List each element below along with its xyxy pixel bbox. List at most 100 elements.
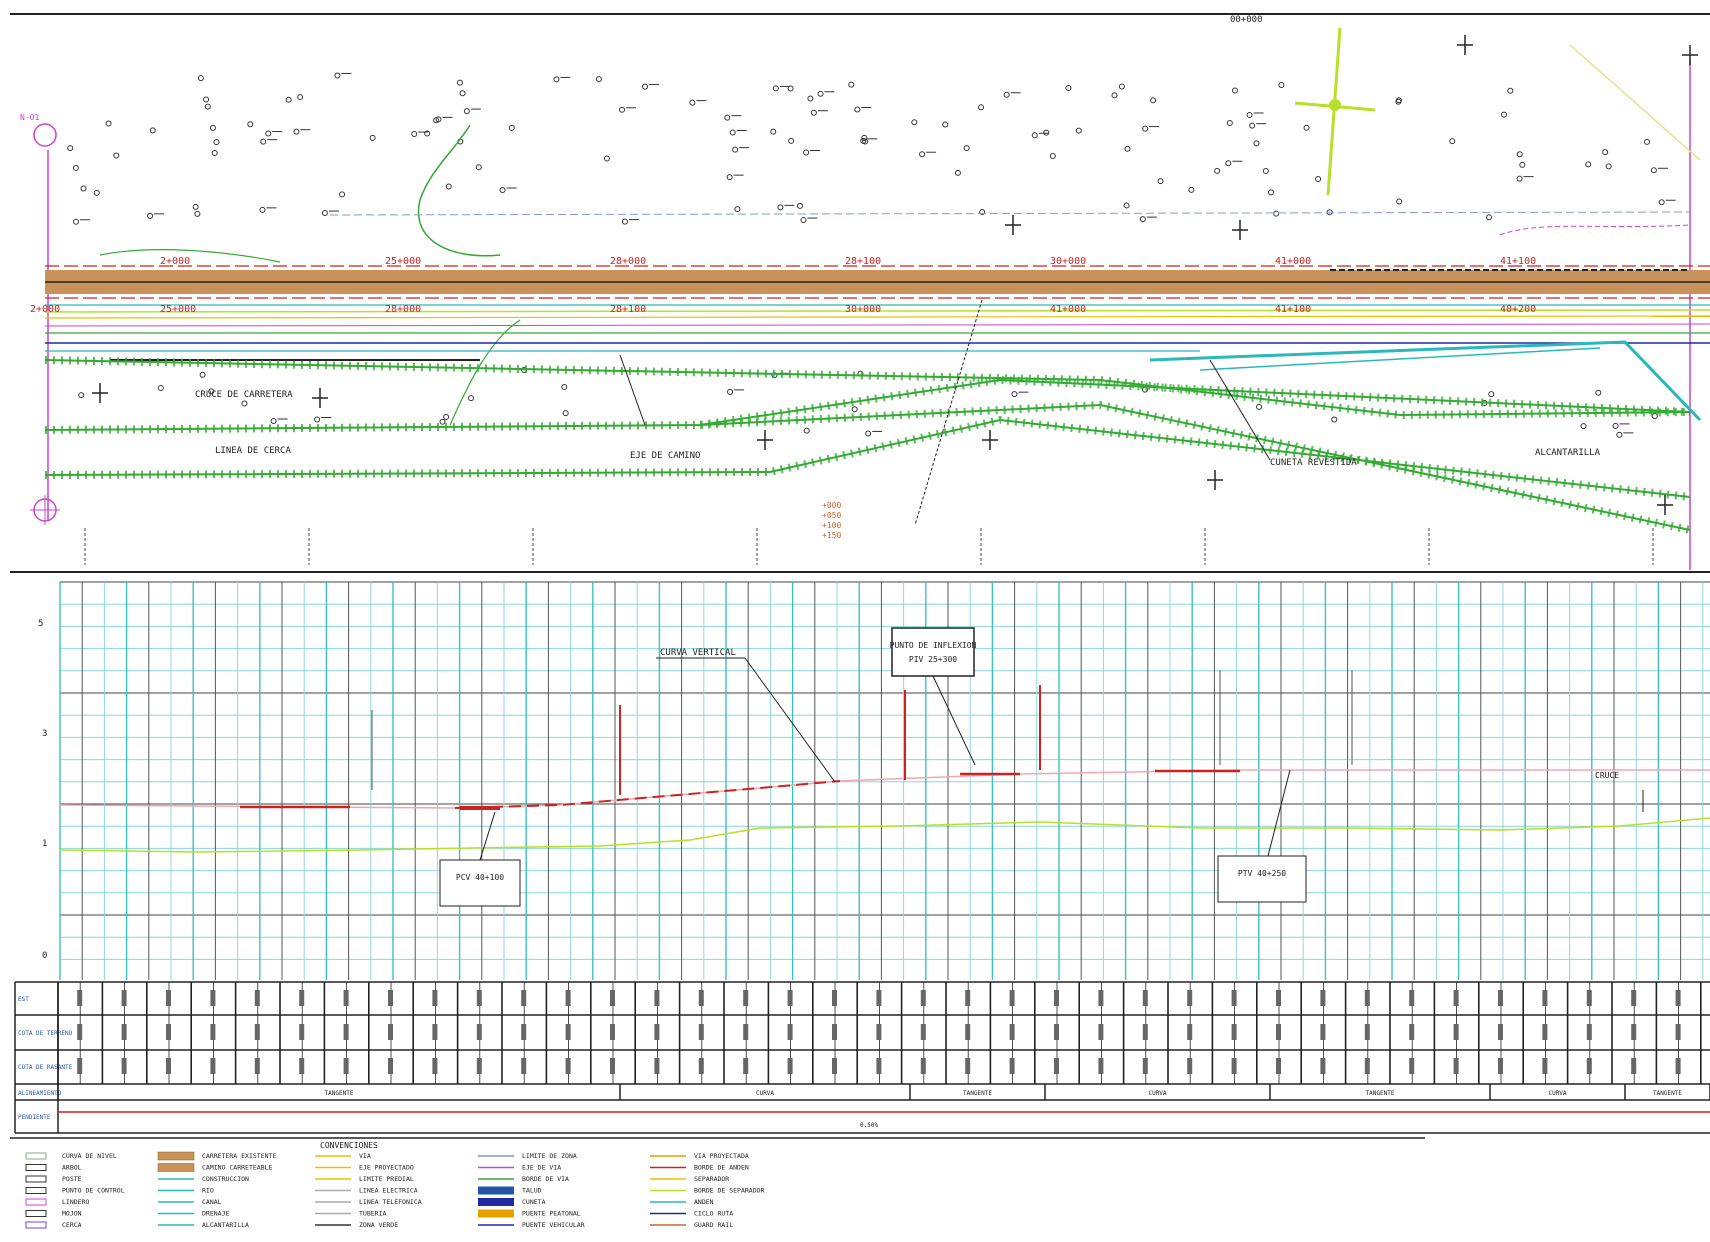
survey-points <box>67 72 1676 438</box>
road-label: 41+100 <box>1275 304 1311 315</box>
table-cell-value <box>1098 1024 1104 1040</box>
survey-point <box>854 106 872 113</box>
grade-line-dashed <box>454 780 841 809</box>
survey-point <box>978 104 985 111</box>
road-label: 30+000 <box>1050 256 1086 267</box>
table-cell-value <box>121 1058 127 1074</box>
control-point-icon: N-01 <box>20 113 57 147</box>
table-cell-value <box>965 990 971 1006</box>
table-cell-value <box>1142 990 1148 1006</box>
projected-road-edge <box>1199 347 1601 371</box>
survey-point <box>979 209 986 216</box>
road-label: 41+000 <box>1275 256 1311 267</box>
table-cell-value <box>654 1024 660 1040</box>
property-line <box>44 323 1710 327</box>
table-cell-value <box>743 990 749 1006</box>
survey-point <box>797 202 804 209</box>
note-text: ALCANTARILLA <box>1535 448 1601 458</box>
survey-point <box>321 210 339 217</box>
svg-text:DRENAJE: DRENAJE <box>202 1210 229 1218</box>
note-text: LINEA DE CERCA <box>215 446 291 456</box>
survey-point <box>192 203 199 210</box>
profile-view[interactable]: 5 3 1 0 PUNTO DE INFLEXION PIV 25+300 <box>14 581 1710 1134</box>
svg-text:PCV 40+100: PCV 40+100 <box>456 873 504 882</box>
table-cell-value <box>920 1024 926 1040</box>
table-cell-value <box>787 1058 793 1074</box>
survey-point <box>1516 151 1523 158</box>
slope-bands <box>44 356 1691 534</box>
survey-point <box>1124 145 1131 152</box>
table-cell-value <box>343 990 349 1006</box>
table-cell-value <box>876 1024 882 1040</box>
table-cell-value <box>1320 1024 1326 1040</box>
alignment-segment: CURVA <box>756 1090 774 1097</box>
survey-point <box>424 130 431 137</box>
leader-line <box>1209 359 1271 461</box>
table-cell-value <box>210 990 216 1006</box>
table-cell-value <box>1542 1058 1548 1074</box>
legend-item: BORDE DE SEPARADOR <box>650 1187 765 1195</box>
survey-point <box>149 127 156 134</box>
survey-point <box>270 417 288 424</box>
legend-item: CONSTRUCCION <box>158 1175 249 1183</box>
road-label: 25+000 <box>385 256 421 267</box>
survey-point <box>1139 216 1157 223</box>
table-cell-value <box>343 1058 349 1074</box>
survey-point <box>1268 189 1275 196</box>
table-cell-value <box>388 1024 393 1040</box>
svg-text:POSTE: POSTE <box>62 1175 82 1183</box>
legend-item: CERCA <box>25 1221 82 1229</box>
legend-item: CUNETA <box>478 1198 546 1206</box>
legend-item: EJE DE VIA <box>478 1164 561 1172</box>
elevation-label: 1 <box>42 839 47 849</box>
survey-point <box>1118 83 1125 90</box>
survey-point <box>561 383 568 390</box>
svg-text:LINDERO: LINDERO <box>62 1198 89 1206</box>
survey-point <box>72 164 79 171</box>
legend-item: ANDEN <box>650 1198 714 1206</box>
table-cell-value <box>254 1024 260 1040</box>
table-cell-value <box>1320 990 1326 1006</box>
survey-point <box>1507 87 1514 94</box>
survey-point <box>1246 112 1264 119</box>
svg-text:CURVA VERTICAL: CURVA VERTICAL <box>660 648 736 658</box>
legend-item: GUARD RAIL <box>650 1221 733 1229</box>
survey-point <box>247 121 254 128</box>
survey-point <box>1226 119 1233 126</box>
table-cell-value <box>476 1024 482 1040</box>
svg-text:+000: +000 <box>822 501 841 510</box>
survey-point <box>1049 153 1056 160</box>
table-cell-value <box>1586 1024 1592 1040</box>
table-cell-value <box>1542 1024 1548 1040</box>
legend-item: VIA <box>315 1152 371 1160</box>
survey-point <box>1396 198 1403 205</box>
table-cell-value <box>299 1024 305 1040</box>
table-cell-value <box>965 1024 971 1040</box>
svg-text:PTV 40+250: PTV 40+250 <box>1238 869 1286 878</box>
slope-line <box>44 359 1691 417</box>
survey-point <box>439 418 446 425</box>
table-cell-value <box>521 990 527 1006</box>
legend-item: ALCANTARILLA <box>158 1221 249 1229</box>
table-row-label: ALINEAMIENTO <box>18 1090 62 1097</box>
slope-line <box>44 378 1691 431</box>
svg-text:PUENTE PEATONAL: PUENTE PEATONAL <box>522 1210 581 1218</box>
legend-item: LINEA TELEFONICA <box>315 1198 422 1206</box>
road-label: 40+200 <box>1500 304 1536 315</box>
road-label: 41+100 <box>1500 256 1536 267</box>
table-cell-value <box>1231 1058 1237 1074</box>
survey-point <box>1612 422 1630 429</box>
survey-point <box>1605 163 1612 170</box>
table-row-label: COTA DE TERRENO <box>18 1030 73 1037</box>
survey-point <box>954 169 961 176</box>
survey-point <box>619 106 637 113</box>
survey-point <box>1485 214 1492 221</box>
survey-point <box>1256 403 1263 410</box>
table-cell-value <box>166 1058 171 1074</box>
survey-point <box>199 371 206 378</box>
survey-point <box>1658 199 1676 206</box>
table-cell-value <box>1498 990 1503 1006</box>
table-cell-value <box>743 1024 749 1040</box>
